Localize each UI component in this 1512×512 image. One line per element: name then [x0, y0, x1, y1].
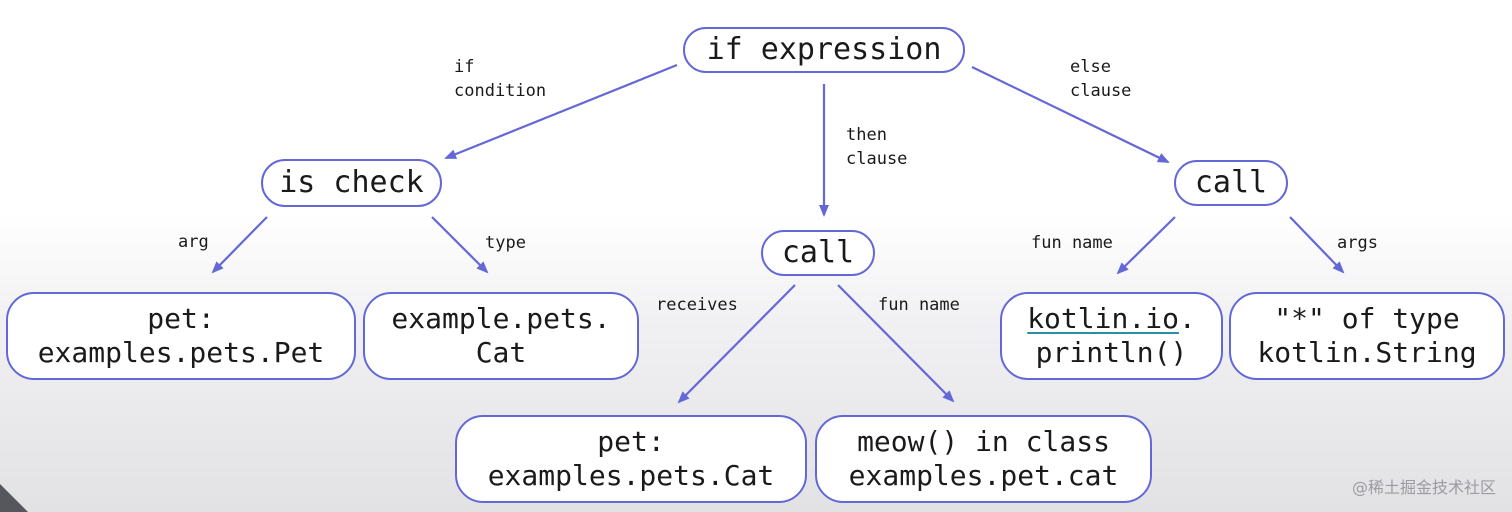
node-call-then: call: [761, 230, 875, 276]
node-call-then-label: call: [781, 235, 855, 270]
node-is-check-label: is check: [279, 165, 424, 200]
edge-label-else-clause: else clause: [1070, 57, 1132, 101]
edge-label-if-condition: if condition: [454, 57, 547, 101]
node-call-else-label: call: [1194, 165, 1268, 200]
fun-else-package: kotlin.io: [1027, 302, 1179, 336]
fun-then-value-line-2: examples.pet.cat: [848, 459, 1119, 492]
node-fun-then-value: meow() in class examples.pet.cat: [815, 415, 1152, 503]
arg-value-line-2: examples.pets.Pet: [37, 336, 325, 369]
edge-if-condition: [444, 63, 678, 160]
node-type-value: example.pets. Cat: [363, 292, 639, 380]
edge-label-receives: receives: [656, 295, 738, 315]
edge-fun-name-then: [837, 284, 955, 403]
fun-then-value-line-1: meow() in class: [857, 425, 1110, 459]
edge-label-arg: arg: [178, 232, 209, 252]
edge-else-clause: [971, 66, 1170, 163]
fun-else-value-line-1: kotlin.io.: [1027, 302, 1196, 336]
watermark: @稀土掘金技术社区: [1351, 478, 1496, 497]
receiver-value-line-1: pet:: [597, 425, 665, 459]
type-value-line-2: Cat: [475, 336, 527, 369]
node-args-value: "*" of type kotlin.String: [1229, 292, 1505, 380]
node-call-else: call: [1174, 160, 1288, 206]
type-value-line-1: example.pets.: [391, 302, 611, 336]
edge-label-fun-name-then: fun name: [878, 295, 960, 315]
edge-type: [431, 216, 489, 274]
node-receiver-value: pet: examples.pets.Cat: [455, 415, 807, 503]
args-value-line-1: "*" of type: [1274, 302, 1460, 336]
node-arg-value: pet: examples.pets.Pet: [6, 292, 356, 380]
edge-arg: [211, 216, 268, 274]
edge-label-then-clause: then clause: [846, 125, 908, 169]
edge-label-args: args: [1337, 233, 1378, 253]
corner-triangle: [0, 484, 28, 512]
fun-else-value-line-2: println(): [1035, 336, 1188, 369]
node-if-expression-label: if expression: [706, 32, 942, 67]
node-is-check: is check: [261, 159, 442, 207]
edge-label-fun-name-else: fun name: [1031, 233, 1113, 253]
args-value-line-2: kotlin.String: [1257, 336, 1477, 369]
arg-value-line-1: pet:: [147, 302, 215, 336]
edge-args: [1289, 216, 1345, 274]
receiver-value-line-2: examples.pets.Cat: [487, 459, 775, 492]
node-if-expression: if expression: [683, 27, 965, 73]
edge-receives: [677, 284, 796, 404]
edge-fun-name-else: [1116, 216, 1176, 275]
node-fun-else-value: kotlin.io. println(): [1000, 292, 1223, 380]
fun-else-dot: .: [1178, 302, 1196, 336]
edge-label-type: type: [485, 233, 526, 253]
